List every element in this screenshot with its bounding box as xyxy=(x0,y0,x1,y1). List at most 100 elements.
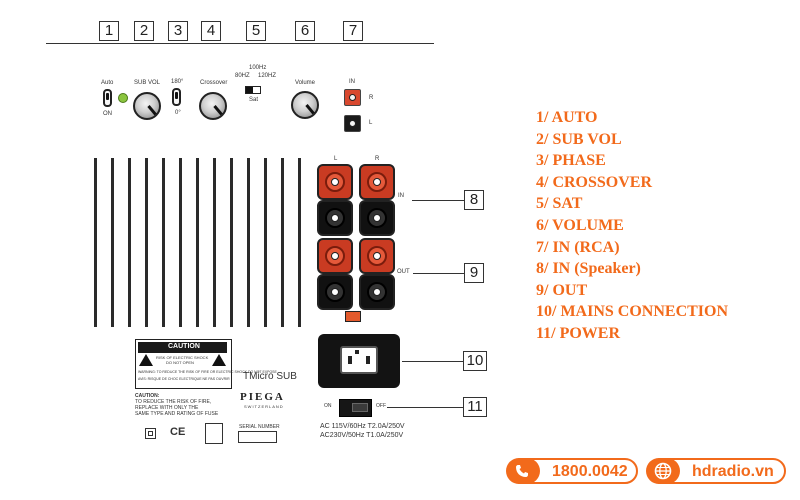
speaker-in-label: IN xyxy=(398,193,404,199)
phone-icon xyxy=(506,458,540,484)
website-url: hdradio.vn xyxy=(692,463,774,480)
phone-contact[interactable]: 1800.0042 xyxy=(506,458,638,484)
sat-label: Sat xyxy=(249,97,259,103)
panel-top-edge xyxy=(46,43,434,44)
auto-label: Auto xyxy=(101,80,114,86)
callout-9: 9 xyxy=(464,263,484,283)
fuse-caution-3: REPLACE WITH ONLY THE xyxy=(135,405,199,411)
website-contact[interactable]: hdradio.vn xyxy=(646,458,786,484)
legend-item: 11/ POWER xyxy=(536,324,621,342)
rca-left-jack xyxy=(344,115,361,132)
fuse-caution-4: SAME TYPE AND RATING OF FUSE xyxy=(135,411,219,417)
warning-triangle-icon xyxy=(139,354,153,366)
crossover-knob xyxy=(199,92,227,120)
speaker-in-right-negative xyxy=(359,200,395,236)
heatsink-fin xyxy=(281,158,284,327)
callout-8-line xyxy=(412,200,464,201)
legend-item: 2/ SUB VOL xyxy=(536,130,622,148)
mains-connector xyxy=(318,334,400,388)
callout-5: 5 xyxy=(246,21,266,41)
sat-switch xyxy=(245,86,261,94)
caution-title: CAUTION xyxy=(168,343,200,350)
ce-mark: CE xyxy=(170,426,186,438)
heatsink-fin xyxy=(111,158,114,327)
serial-number-label: SERIAL NUMBER xyxy=(239,424,280,430)
speaker-in-right-positive xyxy=(359,164,395,200)
heatsink-fin xyxy=(145,158,148,327)
ac-rating-1: AC 115V/60Hz T2.0A/250V xyxy=(320,423,405,430)
heatsink-fin xyxy=(264,158,267,327)
ac-rating-2: AC230V/50Hz T1.0A/250V xyxy=(320,432,404,439)
speaker-in-left-positive xyxy=(317,164,353,200)
speaker-out-left-positive xyxy=(317,238,353,274)
sat-100hz-label: 100Hz xyxy=(249,65,267,71)
legend-item: 6/ VOLUME xyxy=(536,216,624,234)
speaker-out-label: OUT xyxy=(397,269,410,275)
power-on-label: ON xyxy=(324,403,332,409)
heatsink-fin xyxy=(162,158,165,327)
serial-number-box xyxy=(238,431,277,443)
rca-r-label: R xyxy=(369,95,374,101)
power-switch xyxy=(339,399,372,417)
model-name: TMicro SUB xyxy=(243,371,297,382)
warning-triangle-icon xyxy=(212,354,226,366)
avis-text: AVIS: RISQUE DE CHOC ELECTRIQUE NE PAS O… xyxy=(138,377,230,381)
brand-logo: PIEGA xyxy=(240,391,285,403)
heatsink-fin xyxy=(213,158,216,327)
speaker-r-label: R xyxy=(375,156,380,162)
callout-9-line xyxy=(413,273,464,274)
caution-sub2: DO NOT OPEN xyxy=(166,360,194,365)
speaker-out-left-negative xyxy=(317,274,353,310)
crossover-label: Crossover xyxy=(200,80,228,86)
heatsink-fin xyxy=(196,158,199,327)
phase-180-label: 180° xyxy=(171,79,184,85)
sub-vol-label: SUB VOL xyxy=(134,80,161,86)
callout-1: 1 xyxy=(99,21,119,41)
callout-6: 6 xyxy=(295,21,315,41)
auto-on-label: ON xyxy=(103,111,112,117)
speaker-in-left-negative xyxy=(317,200,353,236)
brand-subtitle: SWITZERLAND xyxy=(244,404,284,409)
legend-item: 8/ IN (Speaker) xyxy=(536,260,641,278)
volume-label: Volume xyxy=(295,80,316,86)
fuse-caution-1: CAUTION: xyxy=(135,393,160,399)
legend-item: 7/ IN (RCA) xyxy=(536,238,620,256)
phone-number: 1800.0042 xyxy=(552,463,628,480)
output-selector-switch xyxy=(345,311,361,322)
heatsink-fin xyxy=(247,158,250,327)
sat-120hz-label: 120HZ xyxy=(258,73,277,79)
rca-l-label: L xyxy=(369,120,373,126)
speaker-l-label: L xyxy=(334,156,338,162)
callout-11: 11 xyxy=(463,397,487,417)
rca-in-label: IN xyxy=(349,79,355,85)
legend-item: 10/ MAINS CONNECTION xyxy=(536,303,729,321)
legend-item: 9/ OUT xyxy=(536,281,588,299)
heatsink-fin xyxy=(94,158,97,327)
legend-item: 1/ AUTO xyxy=(536,109,598,126)
callout-3: 3 xyxy=(168,21,188,41)
callout-8: 8 xyxy=(464,190,484,210)
power-off-label: OFF xyxy=(376,403,386,409)
callout-10: 10 xyxy=(463,351,487,371)
heatsink-fin xyxy=(230,158,233,327)
heatsink-fin xyxy=(128,158,131,327)
callout-7: 7 xyxy=(343,21,363,41)
auto-switch xyxy=(103,89,112,107)
sat-80hz-label: 80HZ xyxy=(235,73,250,79)
globe-icon xyxy=(646,458,680,484)
double-insulation-icon xyxy=(145,428,156,439)
warning-text: WARNING: TO REDUCE THE RISK OF FIRE OR E… xyxy=(138,370,277,374)
heatsink-fin xyxy=(298,158,301,327)
rca-right-jack xyxy=(344,89,361,106)
speaker-out-right-negative xyxy=(359,274,395,310)
weee-box xyxy=(205,423,223,444)
phase-switch xyxy=(172,88,181,106)
auto-led xyxy=(118,93,128,103)
legend-list: 1/ AUTO 2/ SUB VOL 3/ PHASE 4/ CROSSOVER… xyxy=(536,107,728,345)
volume-knob xyxy=(291,91,319,119)
callout-10-line xyxy=(402,361,463,362)
legend-item: 4/ CROSSOVER xyxy=(536,173,653,191)
speaker-out-right-positive xyxy=(359,238,395,274)
caution-sub1: RISK OF ELECTRIC SHOCK xyxy=(156,355,209,360)
legend-item: 3/ PHASE xyxy=(536,152,606,170)
